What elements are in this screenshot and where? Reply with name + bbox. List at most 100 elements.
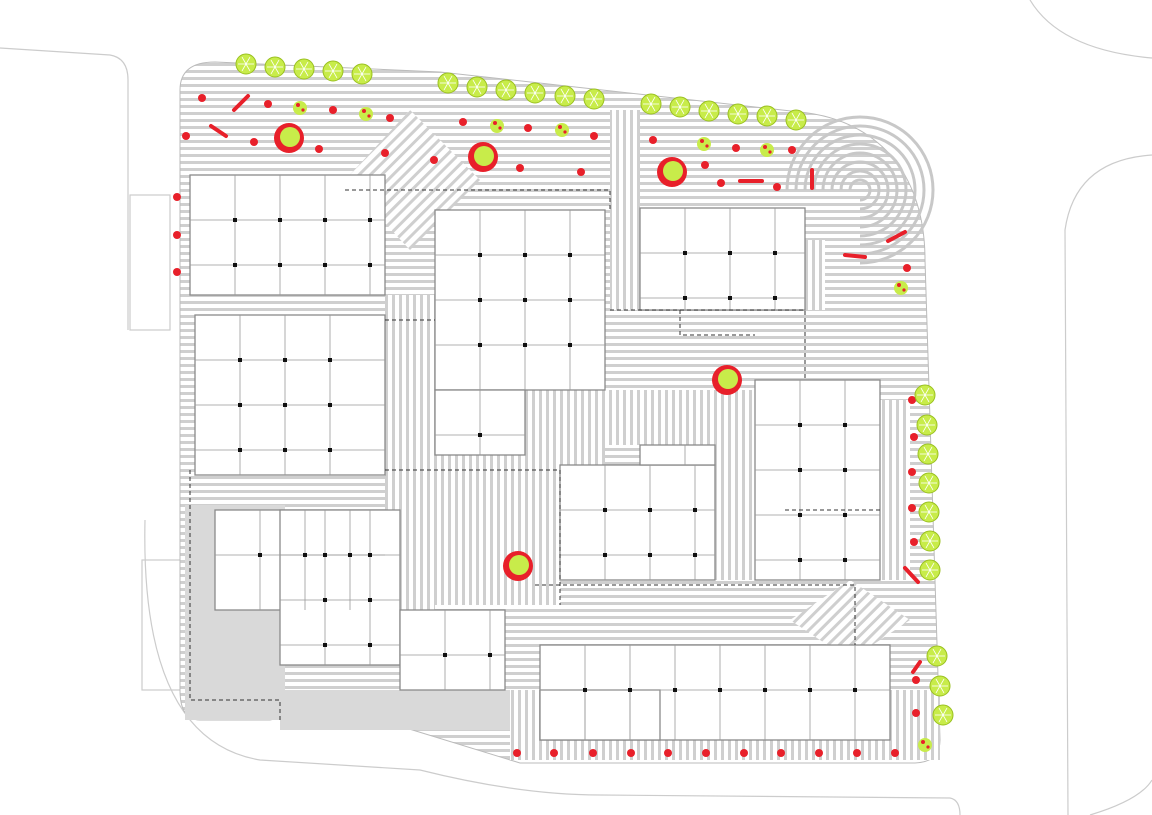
column <box>238 403 242 407</box>
tree-branch <box>679 106 685 115</box>
building-block <box>559 464 716 581</box>
tree-branch <box>925 540 931 549</box>
tree-branch <box>922 424 928 433</box>
tree-branch <box>593 98 599 107</box>
tree-branch <box>938 714 944 723</box>
red-bollard <box>717 179 725 187</box>
column <box>238 448 242 452</box>
tree-branch <box>737 113 743 122</box>
column <box>798 423 802 427</box>
flower-icon <box>367 114 371 118</box>
tree-branch <box>675 106 681 115</box>
tree-branch <box>922 417 928 426</box>
tree-branch <box>564 88 570 97</box>
column <box>478 343 482 347</box>
red-bollard <box>853 749 861 757</box>
column <box>648 553 652 557</box>
shrub-icon <box>359 107 373 121</box>
red-bollard <box>732 144 740 152</box>
column <box>568 298 572 302</box>
column <box>798 468 802 472</box>
flowering-shrub <box>894 281 908 295</box>
red-bench <box>903 566 920 584</box>
tree <box>583 88 605 110</box>
tree-branch <box>646 96 652 105</box>
tree-branch <box>332 70 338 79</box>
tree-branch <box>476 86 482 95</box>
column <box>478 433 482 437</box>
tree <box>756 105 778 127</box>
shrub-icon <box>490 119 504 133</box>
tree-branch <box>501 89 507 98</box>
tree-branch <box>646 103 652 112</box>
tree-branch <box>762 115 768 124</box>
column <box>568 343 572 347</box>
column <box>328 448 332 452</box>
tree-branch <box>942 707 948 716</box>
tree-branch <box>932 648 938 657</box>
tree <box>235 53 257 75</box>
tree-branch <box>274 59 280 68</box>
hardscape-area <box>280 690 510 730</box>
road-parking <box>129 194 171 331</box>
column <box>523 253 527 257</box>
column <box>808 688 812 692</box>
red-bollard <box>773 183 781 191</box>
red-bollard <box>173 268 181 276</box>
amphitheatre-ring <box>839 169 881 211</box>
tree-branch <box>927 453 933 462</box>
flower-icon <box>498 126 502 130</box>
tree-branch <box>924 482 930 491</box>
column <box>603 508 607 512</box>
column <box>683 251 687 255</box>
tree-branch <box>447 75 453 84</box>
red-bollard <box>430 156 438 164</box>
red-bollard <box>891 749 899 757</box>
tree-branch <box>928 511 934 520</box>
shrub-icon <box>918 738 932 752</box>
vertical-paving <box>605 390 755 445</box>
tree <box>914 384 936 406</box>
flower-icon <box>563 130 567 134</box>
tree-branch <box>942 714 948 723</box>
tree-branch <box>923 446 929 455</box>
tree <box>919 559 941 581</box>
flower-icon <box>902 288 906 292</box>
tree-branch <box>447 82 453 91</box>
tree-branch <box>564 95 570 104</box>
diamond-paving <box>790 580 910 660</box>
red-bollard <box>740 749 748 757</box>
column <box>233 263 237 267</box>
tree-branch <box>505 89 511 98</box>
vertical-paving <box>610 110 640 310</box>
column <box>798 513 802 517</box>
tree <box>437 72 459 94</box>
flowering-shrub <box>918 738 932 752</box>
road-edge-bottom <box>144 519 961 815</box>
planter-tree-icon <box>509 555 529 575</box>
tree-branch <box>924 475 930 484</box>
column <box>523 298 527 302</box>
flower-icon <box>705 144 709 148</box>
column <box>648 508 652 512</box>
red-bench <box>232 94 250 112</box>
tree-branch <box>762 108 768 117</box>
tree-branch <box>926 417 932 426</box>
road-parking-2 <box>141 559 183 691</box>
tree-branch <box>299 68 305 77</box>
red-bollard <box>329 106 337 114</box>
tree-branch <box>472 79 478 88</box>
shrub-icon <box>760 143 774 157</box>
column <box>368 553 372 557</box>
building-block <box>639 207 806 311</box>
building-block <box>754 379 881 581</box>
vertical-paving <box>805 240 825 310</box>
tree <box>495 79 517 101</box>
flower-icon <box>921 740 925 744</box>
tree-branch <box>928 475 934 484</box>
red-bollard <box>777 749 785 757</box>
column <box>728 296 732 300</box>
building-block <box>399 609 506 691</box>
